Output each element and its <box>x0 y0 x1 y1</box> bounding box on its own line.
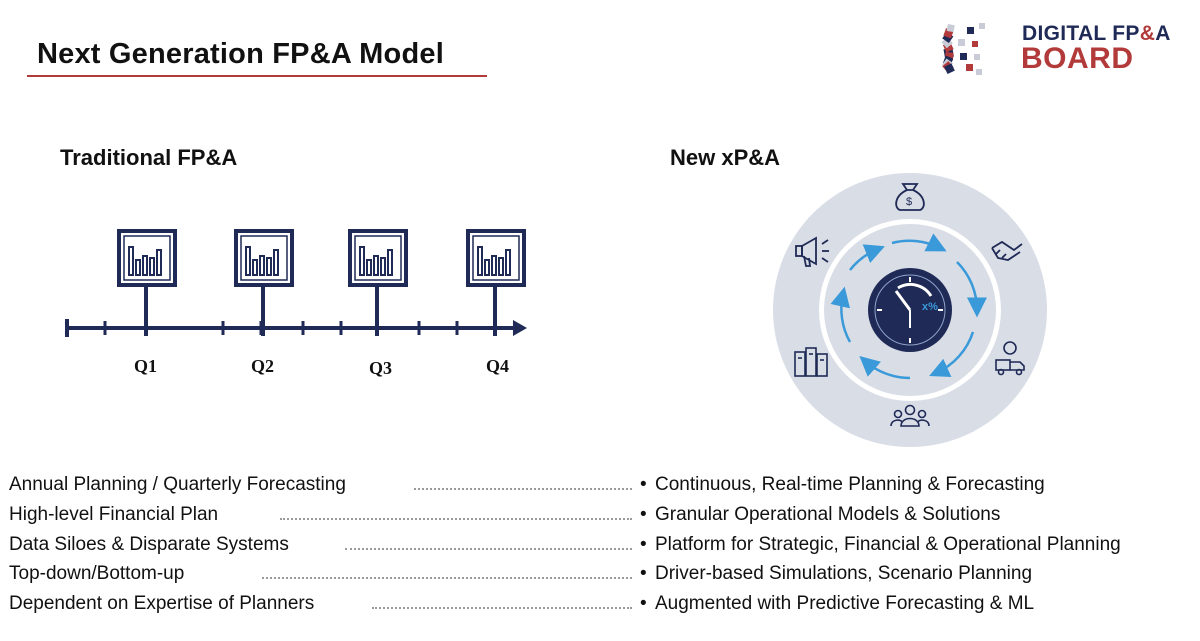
dotted-connector <box>262 577 632 579</box>
svg-text:$: $ <box>906 196 912 208</box>
xpa-item: Platform for Strategic, Financial & Oper… <box>655 534 1121 555</box>
dotted-connector <box>280 518 632 520</box>
bullet: • <box>640 593 647 614</box>
xpa-item: Granular Operational Models & Solutions <box>655 504 1001 525</box>
handshake-icon <box>991 240 1023 261</box>
traditional-item: Dependent on Expertise of Planners <box>9 593 315 614</box>
logo-text-line2: BOARD <box>1021 42 1134 75</box>
logo-text-line1: DIGITAL FP&A <box>1022 22 1171 45</box>
quarter-label-q4: Q4 <box>486 356 510 376</box>
bullet: • <box>640 504 647 525</box>
traditional-item: Data Siloes & Disparate Systems <box>9 534 289 555</box>
comparison-row: Annual Planning / Quarterly Forecasting … <box>0 474 1200 504</box>
new-xpa-title: New xP&A <box>670 145 781 170</box>
dotted-connector <box>414 488 632 490</box>
cycle-arrows <box>830 233 987 380</box>
money-bag-icon: $ <box>895 183 925 211</box>
comparison-row: High-level Financial Plan • Granular Ope… <box>0 504 1200 534</box>
quarterly-timeline <box>65 229 527 337</box>
q4-report-icon <box>466 229 526 336</box>
bullet: • <box>640 474 647 495</box>
comparison-row: Dependent on Expertise of Planners • Aug… <box>0 593 1200 623</box>
percent-badge: x% <box>922 301 938 313</box>
xpa-cycle-diagram: x% $ <box>773 173 1047 447</box>
dotted-connector <box>372 607 632 609</box>
bullet: • <box>640 534 647 555</box>
digital-fpa-board-logo <box>941 23 985 75</box>
megaphone-icon <box>795 236 829 267</box>
dotted-connector <box>345 548 632 550</box>
traditional-item: High-level Financial Plan <box>9 504 219 525</box>
quarter-label-q2: Q2 <box>251 356 275 376</box>
traditional-fpa-title: Traditional FP&A <box>60 145 238 170</box>
servers-icon <box>794 347 828 377</box>
title-underline <box>27 75 487 77</box>
comparison-row: Top-down/Bottom-up • Driver-based Simula… <box>0 563 1200 593</box>
xpa-item: Driver-based Simulations, Scenario Plann… <box>655 563 1033 584</box>
q1-report-icon <box>117 229 177 336</box>
bullet: • <box>640 563 647 584</box>
quarter-label-q3: Q3 <box>369 358 393 378</box>
clock-icon: x% <box>868 268 952 352</box>
quarter-label-q1: Q1 <box>134 356 158 376</box>
supply-chain-icon <box>995 341 1025 376</box>
timeline-arrowhead <box>513 320 527 336</box>
comparison-row: Data Siloes & Disparate Systems • Platfo… <box>0 534 1200 564</box>
xpa-item: Augmented with Predictive Forecasting & … <box>655 593 1035 614</box>
q3-report-icon <box>348 229 408 336</box>
people-icon <box>890 404 930 427</box>
traditional-item: Top-down/Bottom-up <box>9 563 185 584</box>
logo-mosaic-icon <box>941 23 985 75</box>
q2-report-icon <box>234 229 294 336</box>
xpa-item: Continuous, Real-time Planning & Forecas… <box>655 474 1045 495</box>
page-title: Next Generation FP&A Model <box>37 38 444 70</box>
traditional-item: Annual Planning / Quarterly Forecasting <box>9 474 346 495</box>
